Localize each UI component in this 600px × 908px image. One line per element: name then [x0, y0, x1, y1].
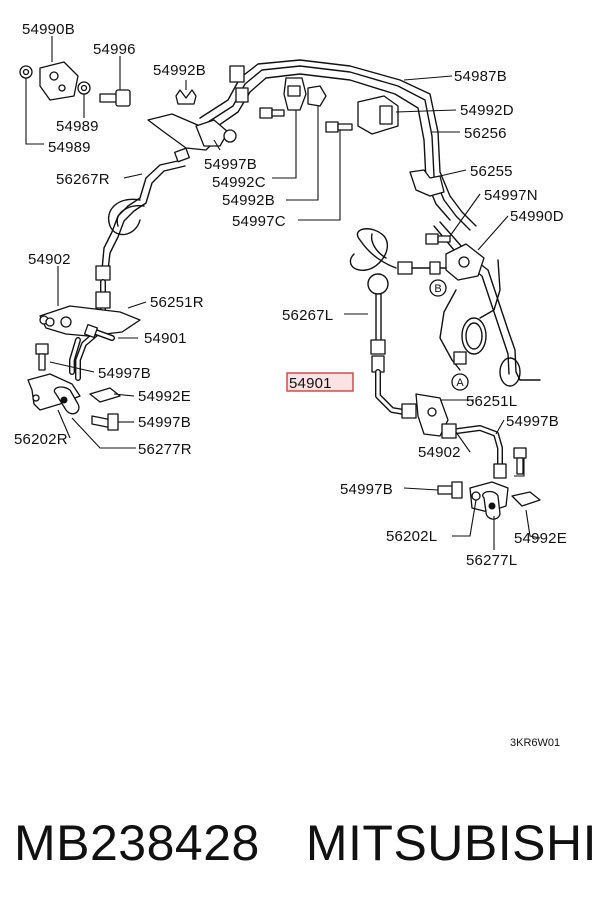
part-label: 56251L — [466, 393, 517, 410]
brand-name: MITSUBISHI — [305, 815, 597, 871]
part-label: 54992D — [460, 102, 514, 119]
marker-b: B — [434, 283, 441, 295]
drawing-code: 3KR6W01 — [510, 737, 560, 749]
part-label: 54997B — [138, 414, 191, 431]
brake-line-diagram: B A — [14, 21, 567, 749]
part-label: 54901 — [144, 330, 187, 347]
part-label: 56255 — [470, 163, 513, 180]
right-brake-hose-group — [27, 198, 145, 431]
part-label: 54997B — [506, 413, 559, 430]
part-label: 54992B — [222, 192, 275, 209]
part-label-highlighted: 54901 — [289, 375, 332, 392]
part-label: 54902 — [28, 251, 71, 268]
part-label: 54992E — [138, 388, 191, 405]
part-label: 54997N — [484, 187, 538, 204]
part-label: 56202R — [14, 431, 68, 448]
part-label: 56267L — [282, 307, 333, 324]
part-label: 56277R — [138, 441, 192, 458]
part-label: 56267R — [56, 171, 110, 188]
part-label: 54997B — [204, 156, 257, 173]
part-label: 54989 — [48, 139, 91, 156]
reference-markers: B A — [429, 279, 469, 391]
part-label: 54996 — [93, 41, 136, 58]
part-label: 54997B — [98, 365, 151, 382]
part-label: 54987B — [454, 68, 507, 85]
marker-a: A — [456, 377, 464, 389]
part-label: 54992C — [212, 174, 266, 191]
part-labels: 54990B 54996 54992B 54987B 54989 54989 5… — [14, 21, 567, 569]
part-label: 54992B — [153, 62, 206, 79]
part-label: 54997C — [232, 213, 286, 230]
left-brake-hose-group — [349, 228, 541, 520]
part-label: 54989 — [56, 118, 99, 135]
top-left-fittings — [19, 61, 445, 197]
part-label: 56277L — [466, 552, 517, 569]
part-label: 56251R — [150, 294, 204, 311]
part-label: 54992E — [514, 530, 567, 547]
part-label: 54990B — [22, 21, 75, 38]
part-label: 54902 — [418, 444, 461, 461]
part-label: 54990D — [510, 208, 564, 225]
part-label: 56202L — [386, 528, 437, 545]
footer: MB238428 MITSUBISHI — [14, 808, 597, 878]
part-label: 54997B — [340, 481, 393, 498]
part-label: 56256 — [464, 125, 507, 142]
leader-lines — [25, 36, 541, 550]
highlighted-part-box — [286, 372, 354, 392]
part-number: MB238428 — [14, 815, 260, 871]
